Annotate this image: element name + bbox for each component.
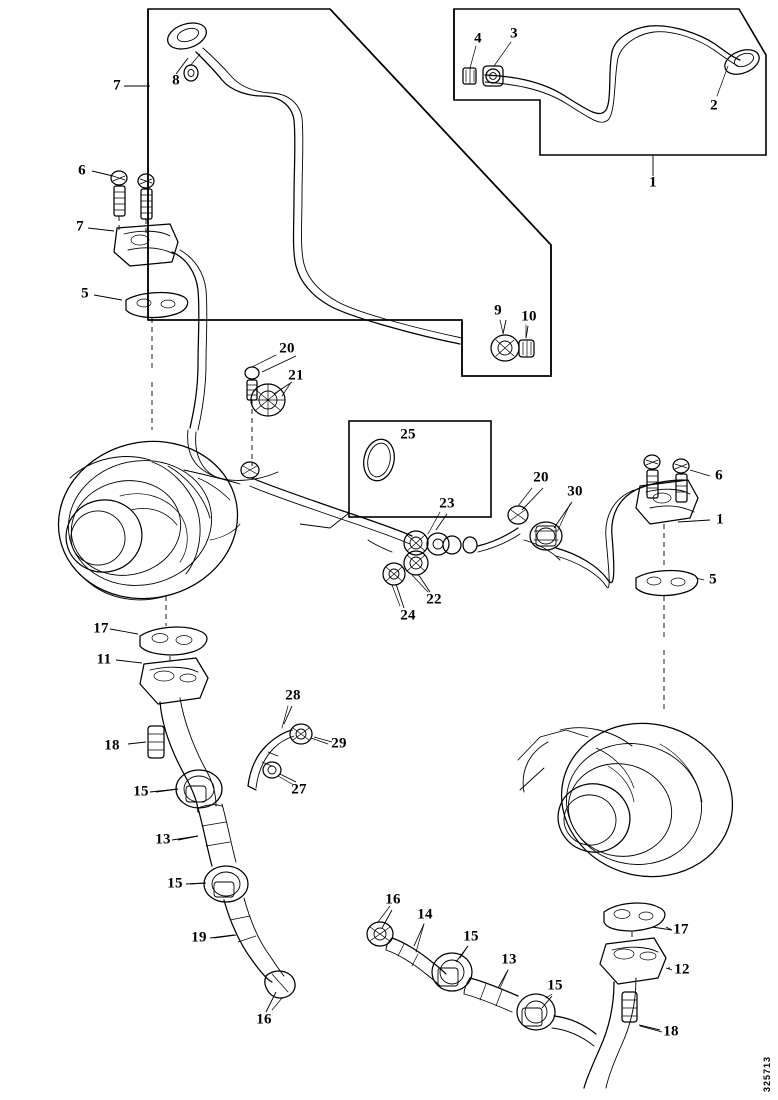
nut-27 <box>262 761 282 779</box>
fitting-9 <box>490 334 520 362</box>
inset-main-oil-line <box>124 8 552 377</box>
callout-8: 8 <box>172 72 180 89</box>
callout-16: 16 <box>256 1011 272 1028</box>
fitting-29 <box>289 723 313 745</box>
callout-19: 19 <box>191 929 207 946</box>
callout-17: 17 <box>673 921 689 938</box>
callout-2: 2 <box>710 97 718 114</box>
callout-15: 15 <box>463 928 479 945</box>
clamp-15-d <box>516 993 556 1031</box>
nut-22 <box>403 550 429 576</box>
flange-11 <box>139 657 209 705</box>
callout-15: 15 <box>547 977 563 994</box>
clamp-15-a <box>175 769 223 809</box>
callout-28: 28 <box>285 687 301 704</box>
left-drain-assembly <box>127 596 296 1011</box>
callout-1: 1 <box>716 511 724 528</box>
clamp-18-left <box>147 725 165 759</box>
clamp-15-c <box>431 952 473 992</box>
bottom-center-assembly <box>366 905 597 1047</box>
callout-27: 27 <box>291 781 307 798</box>
nut-24 <box>382 562 406 586</box>
fitting-30 <box>529 521 563 551</box>
left-upper-fitting <box>87 170 279 481</box>
washer-4 <box>462 67 477 85</box>
flange-16-left <box>264 970 296 999</box>
fitting-20-right <box>507 505 529 525</box>
callout-10: 10 <box>521 308 537 325</box>
callout-1: 1 <box>649 174 657 191</box>
callout-22: 22 <box>426 591 442 608</box>
flange-16-mid <box>366 921 394 947</box>
washer-10 <box>518 339 535 358</box>
bolt-6-c <box>643 454 661 499</box>
center-fitting-20-21 <box>183 354 413 545</box>
coupling-cluster <box>367 511 521 607</box>
clamp-18-right <box>621 991 638 1023</box>
callout-13: 13 <box>155 831 171 848</box>
pipe-14 <box>385 937 447 987</box>
sheet-code: 325713 <box>762 1055 772 1092</box>
callout-23: 23 <box>439 495 455 512</box>
nut-23-c <box>442 535 462 555</box>
callout-7: 7 <box>113 77 121 94</box>
inset-upper-oil-line <box>453 8 767 176</box>
clamp-15-b <box>203 865 249 903</box>
fitting-3 <box>482 65 504 87</box>
callout-6: 6 <box>78 162 86 179</box>
callout-20: 20 <box>533 469 549 486</box>
right-upper-fitting <box>507 454 711 712</box>
callout-7: 7 <box>76 218 84 235</box>
callout-13: 13 <box>501 951 517 968</box>
callout-5: 5 <box>81 285 89 302</box>
callout-16: 16 <box>385 891 401 908</box>
turbocharger-right <box>517 722 734 878</box>
flange-12 <box>599 937 667 985</box>
callout-17: 17 <box>93 620 109 637</box>
callout-15: 15 <box>167 875 183 892</box>
gasket-5-right <box>635 569 699 597</box>
hose-13-bottom <box>463 977 519 1013</box>
sleeve-23-d <box>462 536 478 554</box>
bolt-6-a <box>110 170 128 217</box>
callout-25: 25 <box>400 426 416 443</box>
callout-15: 15 <box>133 783 149 800</box>
washer-8 <box>183 64 199 82</box>
nut-23-a <box>403 530 429 556</box>
leader-lines <box>109 57 673 1033</box>
gasket-5 <box>125 291 189 319</box>
callout-9: 9 <box>494 302 502 319</box>
bracket-assembly <box>247 705 329 791</box>
fitting-22-lower <box>240 461 260 479</box>
right-drain-assembly <box>583 902 673 1089</box>
callout-5: 5 <box>709 571 717 588</box>
inset-seal-ring <box>299 420 492 529</box>
callout-29: 29 <box>331 735 347 752</box>
callout-6: 6 <box>715 467 723 484</box>
fitting-21 <box>250 383 286 417</box>
callout-24: 24 <box>400 607 416 624</box>
callout-11: 11 <box>96 651 112 668</box>
callout-18: 18 <box>663 1023 679 1040</box>
callout-30: 30 <box>567 483 583 500</box>
bolt-6-b <box>137 173 155 220</box>
callout-12: 12 <box>674 961 690 978</box>
callout-20: 20 <box>279 340 295 357</box>
turbocharger-left <box>57 440 241 601</box>
callout-18: 18 <box>104 737 120 754</box>
gasket-17-right <box>603 902 666 932</box>
gasket-17-left <box>139 626 208 656</box>
callout-3: 3 <box>510 25 518 42</box>
callout-4: 4 <box>474 30 482 47</box>
callout-14: 14 <box>417 906 433 923</box>
callout-21: 21 <box>288 367 304 384</box>
